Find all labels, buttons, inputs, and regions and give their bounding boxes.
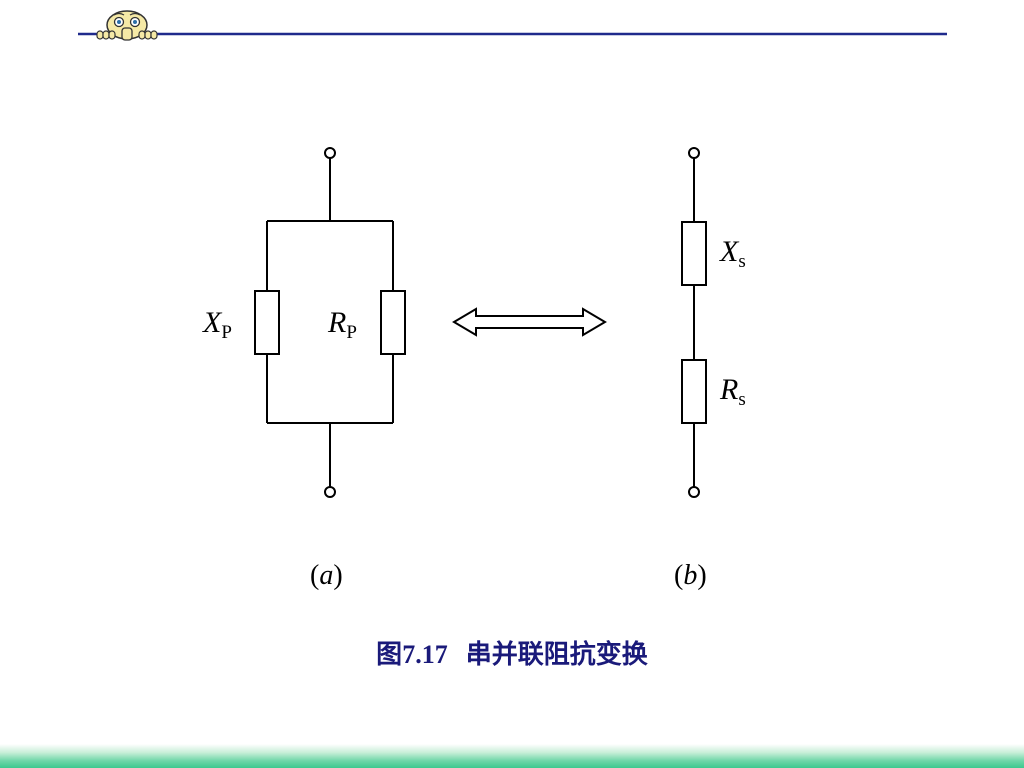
subcaption-b: (b) (674, 560, 707, 591)
terminal-top-a (324, 147, 336, 159)
parallel-circuit (254, 147, 406, 498)
caption-prefix: 图 (376, 640, 403, 670)
circuit-diagrams (254, 147, 707, 498)
reactance-xs-element (681, 221, 707, 286)
subcaption-a: (a) (310, 560, 343, 591)
resistance-rs-element (681, 359, 707, 424)
series-circuit (681, 147, 707, 498)
caption-title: 串并联阻抗变换 (465, 640, 648, 670)
header-decoration (78, 10, 947, 41)
terminal-bottom-a (324, 486, 336, 498)
label-xp: XP (203, 306, 232, 343)
resistance-rp-element (380, 290, 406, 355)
caption-number: 7.17 (402, 640, 448, 669)
label-rs: Rs (720, 373, 746, 410)
terminal-bottom-b (688, 486, 700, 498)
figure-caption: 图7.17 串并联阻抗变换 (0, 640, 1024, 670)
label-rp: RP (328, 306, 357, 343)
terminal-top-b (688, 147, 700, 159)
reactance-xp-element (254, 290, 280, 355)
double-arrow-icon (452, 307, 607, 337)
label-xs: Xs (720, 235, 746, 272)
bottom-gradient-band (0, 744, 1024, 768)
peeking-face-icon (96, 10, 158, 41)
